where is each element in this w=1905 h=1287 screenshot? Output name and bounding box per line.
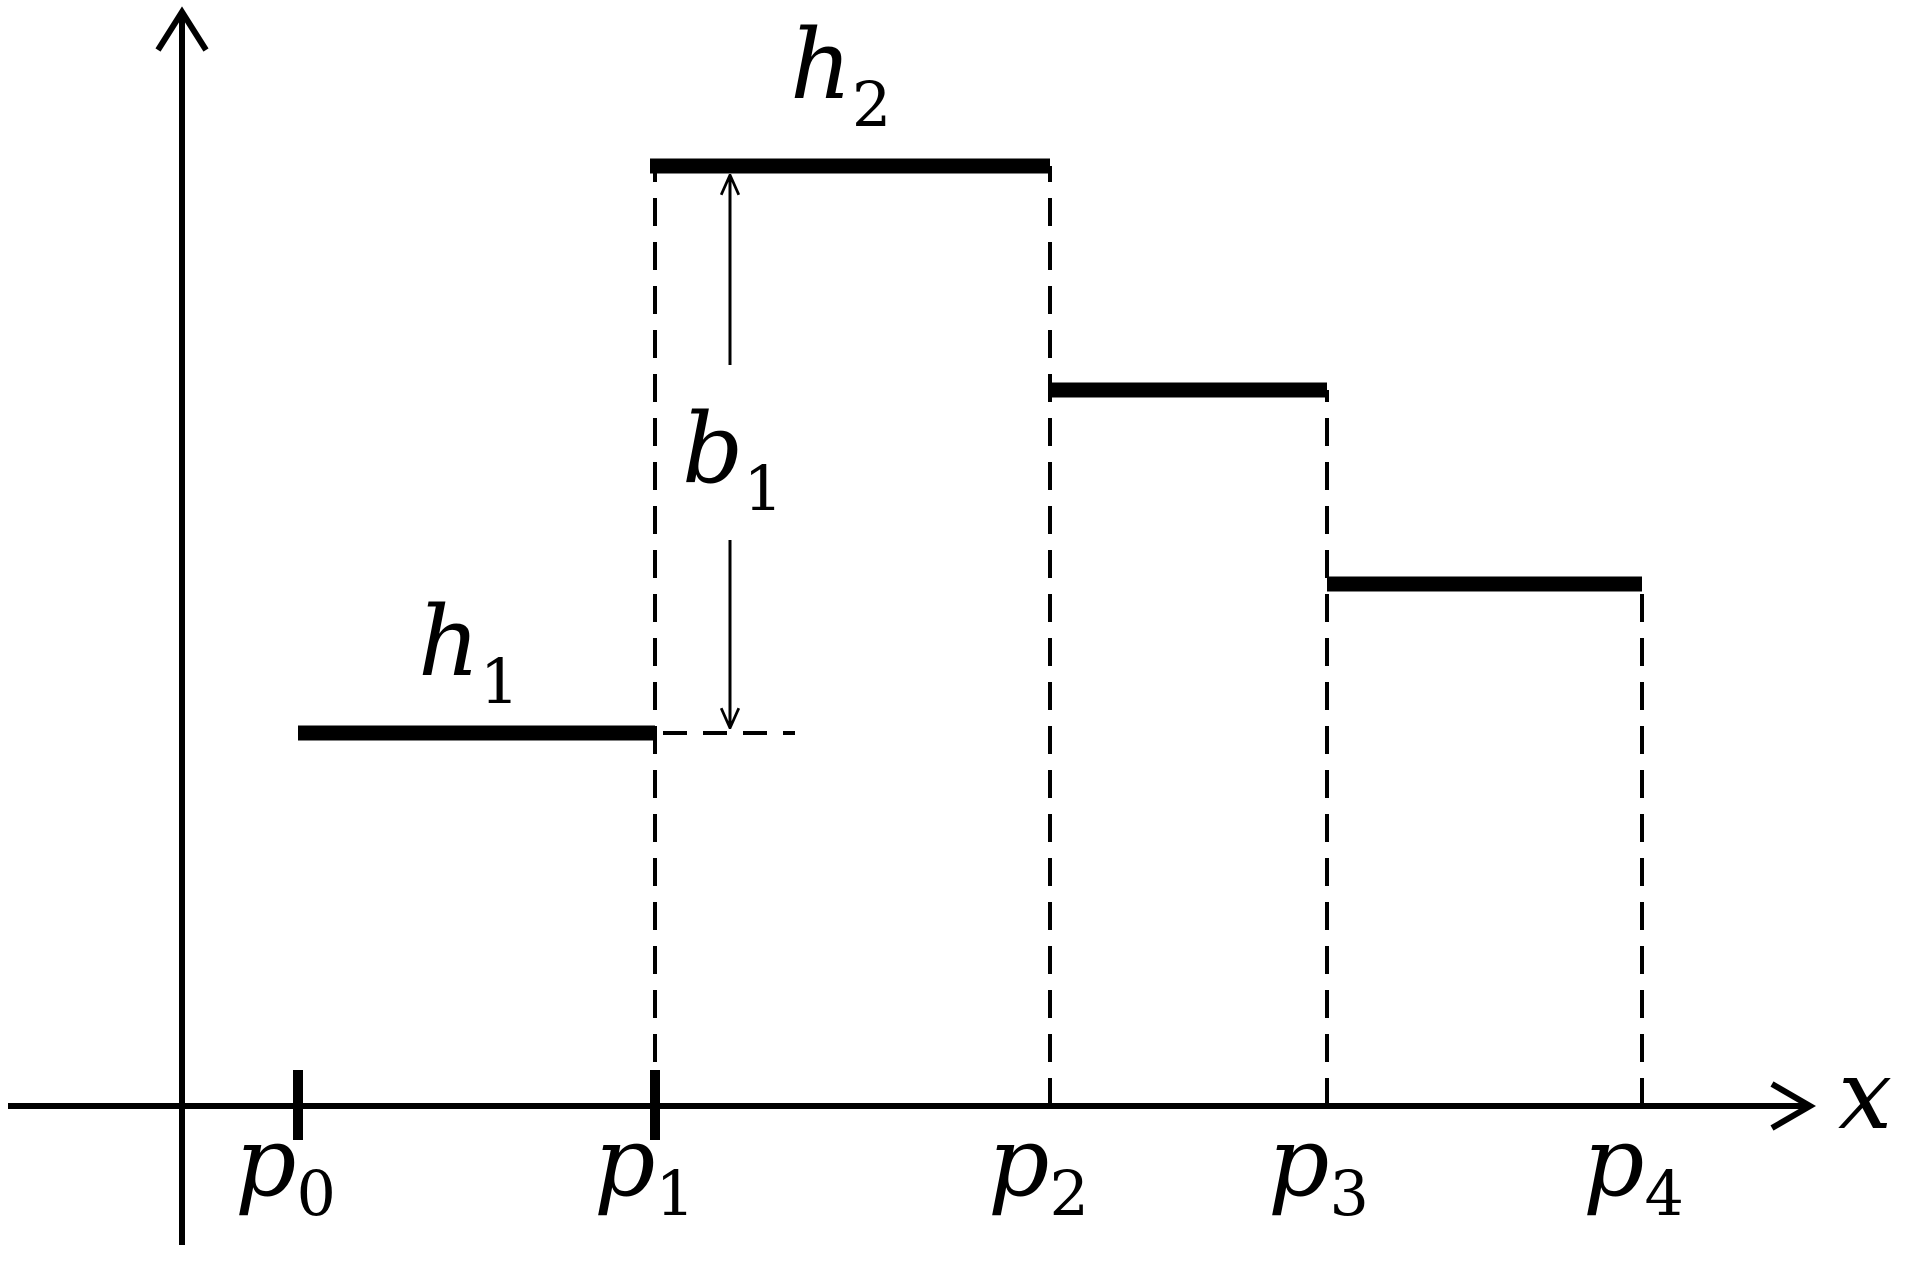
label-p0: p0 — [235, 1106, 336, 1230]
label-p4: p4 — [1583, 1106, 1684, 1230]
label-p2: p2 — [988, 1106, 1089, 1230]
step-segments — [298, 158, 1642, 741]
y-axis-arrowhead — [155, 6, 209, 52]
x-axis-arrowhead — [1770, 1081, 1816, 1131]
dashed-verticals — [653, 166, 1644, 1106]
label-h2: h2 — [790, 9, 891, 141]
label-h1: h1 — [418, 586, 519, 718]
y-axis — [155, 6, 209, 1245]
x-axis — [8, 1081, 1816, 1131]
label-p1: p1 — [594, 1106, 695, 1230]
label-p3: p3 — [1268, 1106, 1369, 1230]
label-b1: b1 — [682, 393, 783, 525]
x-axis-label: x — [1838, 1039, 1892, 1151]
